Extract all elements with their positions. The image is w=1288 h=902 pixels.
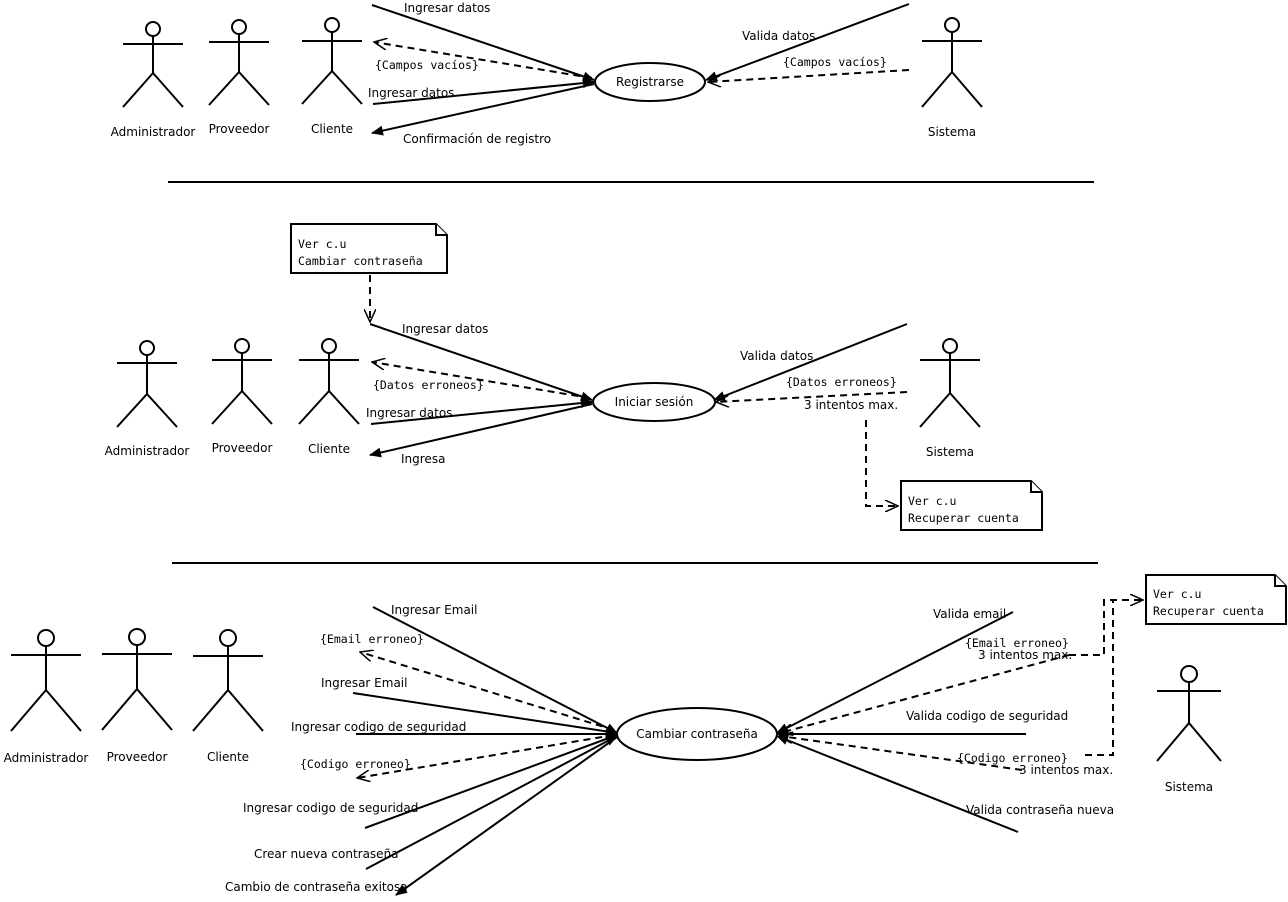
use-case-label: Cambiar contraseña xyxy=(636,727,758,741)
section-iniciar-sesion: Ver c.u Cambiar contraseña Administrador… xyxy=(105,223,1043,531)
label-campos-vacios: {Campos vacíos} xyxy=(375,58,479,72)
actor-label: Cliente xyxy=(308,442,350,456)
actor-cliente-3: Cliente xyxy=(192,629,264,764)
note-text: Ver c.u xyxy=(298,237,346,251)
actor-label: Proveedor xyxy=(107,750,168,764)
assoc-datos-erroneos-left xyxy=(372,362,591,399)
label-valida-email: Valida email xyxy=(933,607,1006,621)
note-text: Cambiar contraseña xyxy=(298,254,423,268)
label-confirmacion-registro: Confirmación de registro xyxy=(403,132,551,146)
assoc-ingresa xyxy=(369,403,593,458)
label-ingresar-codigo: Ingresar codigo de seguridad xyxy=(291,720,466,734)
section-cambiar-contrasena: Administrador Proveedor Cliente Sistema xyxy=(4,574,1287,896)
note-text: Ver c.u xyxy=(908,494,956,508)
label-ingresar-datos: Ingresar datos xyxy=(402,322,488,336)
actor-label: Administrador xyxy=(105,444,190,458)
use-case-cambiar-contrasena xyxy=(616,707,778,761)
note-link xyxy=(865,420,898,506)
use-case-registrarse xyxy=(594,62,706,102)
label-email-erroneo: {Email erroneo} xyxy=(320,632,424,646)
assoc-codigo-erroneo-left xyxy=(357,734,615,778)
actor-cliente-1: Cliente xyxy=(301,17,363,136)
label-campos-vacios: {Campos vacíos} xyxy=(783,55,887,69)
actor-label: Cliente xyxy=(311,122,353,136)
label-intentos-max: 3 intentos max. xyxy=(804,398,898,412)
actor-label: Sistema xyxy=(926,445,974,459)
actor-label: Administrador xyxy=(111,125,196,139)
actor-sistema-3: Sistema xyxy=(1156,665,1222,794)
note-link xyxy=(1069,600,1143,656)
assoc-valida-datos-2 xyxy=(713,323,908,401)
label-crear-contrasena: Crear nueva contraseña xyxy=(254,847,399,861)
label-ingresar-datos: Ingresar datos xyxy=(366,406,452,420)
assoc-crear-contrasena xyxy=(365,735,618,870)
use-case-label: Iniciar sesión xyxy=(615,395,694,409)
assoc-ingresar-datos-2 xyxy=(372,78,595,105)
use-case-label: Registrarse xyxy=(616,75,684,89)
assoc-ingresar-email-2 xyxy=(352,692,618,737)
label-ingresar-email: Ingresar Email xyxy=(321,676,407,690)
label-intentos-max: 3 intentos max. xyxy=(978,648,1072,662)
label-valida-datos: Valida datos xyxy=(740,349,813,363)
note-link xyxy=(1085,600,1114,756)
label-codigo-erroneo: {Codigo erroneo} xyxy=(300,757,411,771)
assoc-confirmacion xyxy=(371,83,595,136)
note-text: Recuperar cuenta xyxy=(908,511,1019,525)
label-codigo-erroneo: {Codigo erroneo} xyxy=(957,751,1068,765)
note-cambiar-contrasena: Ver c.u Cambiar contraseña xyxy=(290,223,448,274)
note-text: Ver c.u xyxy=(1153,587,1201,601)
label-cambio-exitoso: Cambio de contraseña exitosa xyxy=(225,880,408,894)
assoc-ingresar-datos-2 xyxy=(370,398,593,425)
assoc-codigo-erroneo-right xyxy=(780,736,1023,771)
assoc-cambio-exitoso xyxy=(395,736,618,896)
actor-label: Cliente xyxy=(207,750,249,764)
assoc-ingresar-codigo-2 xyxy=(364,734,618,829)
actor-proveedor-3: Proveedor xyxy=(101,628,173,764)
assoc-valida-contrasena xyxy=(776,735,1019,833)
note-recuperar-cuenta: Ver c.u Recuperar cuenta xyxy=(1145,574,1287,625)
note-recuperar-cuenta: Ver c.u Recuperar cuenta xyxy=(900,480,1043,531)
assoc-valida-email xyxy=(776,611,1014,734)
label-valida-contrasena: Valida contraseña nueva xyxy=(966,803,1114,817)
actor-proveedor-2: Proveedor xyxy=(211,338,273,455)
actor-label: Proveedor xyxy=(212,441,273,455)
use-case-iniciar-sesion xyxy=(592,382,716,422)
assoc-ingresar-email-1 xyxy=(372,606,618,734)
label-ingresar-email: Ingresar Email xyxy=(391,603,477,617)
actor-administrador-3: Administrador xyxy=(4,629,89,765)
assoc-campos-vacios-left xyxy=(374,42,593,79)
actor-administrador-1: Administrador xyxy=(111,21,196,139)
actor-administrador-2: Administrador xyxy=(105,340,190,458)
assoc-datos-erroneos-right xyxy=(716,391,908,402)
actor-label: Administrador xyxy=(4,751,89,765)
actor-cliente-2: Cliente xyxy=(298,338,360,456)
actor-label: Proveedor xyxy=(209,122,270,136)
label-valida-datos: Valida datos xyxy=(742,29,815,43)
label-intentos-max: 3 intentos max. xyxy=(1019,763,1113,777)
actor-proveedor-1: Proveedor xyxy=(208,19,270,136)
label-ingresar-datos: Ingresar datos xyxy=(368,86,454,100)
label-ingresar-datos: Ingresar datos xyxy=(404,1,490,15)
actor-label: Sistema xyxy=(1165,780,1213,794)
assoc-email-erroneo-right xyxy=(780,654,1070,733)
assoc-ingresar-datos-1 xyxy=(369,323,593,402)
assoc-email-erroneo-left xyxy=(360,652,615,731)
section-registrarse: Administrador Proveedor Cliente Sistema xyxy=(111,1,983,146)
assoc-ingresar-datos-1 xyxy=(371,4,595,82)
label-datos-erroneos: {Datos erroneos} xyxy=(786,375,897,389)
actor-sistema-1: Sistema xyxy=(921,17,983,139)
note-text: Recuperar cuenta xyxy=(1153,604,1264,618)
actor-label: Sistema xyxy=(928,125,976,139)
label-ingresar-codigo: Ingresar codigo de seguridad xyxy=(243,801,418,815)
label-email-erroneo: {Email erroneo} xyxy=(965,636,1069,650)
actor-sistema-2: Sistema xyxy=(919,338,981,459)
label-ingresa: Ingresa xyxy=(401,452,445,466)
label-datos-erroneos: {Datos erroneos} xyxy=(373,378,484,392)
label-valida-codigo: Valida codigo de seguridad xyxy=(906,709,1068,723)
assoc-valida-datos-1 xyxy=(705,3,910,81)
assoc-campos-vacios-right xyxy=(708,69,910,82)
